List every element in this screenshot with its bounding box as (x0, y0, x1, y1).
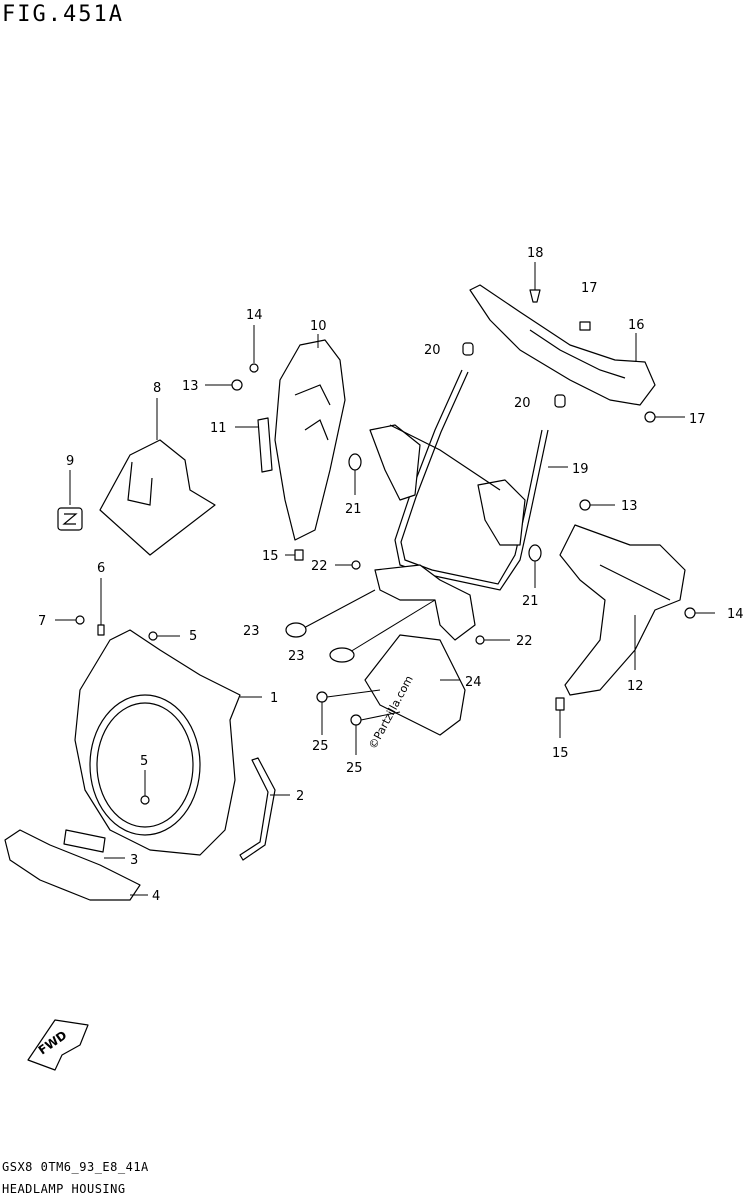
footer-code: GSX8 0TM6_93_E8_41A (2, 1160, 149, 1174)
part-10-inner-cover[interactable] (274, 334, 346, 541)
part-9-emblem[interactable] (57, 470, 83, 531)
screw-5-upper[interactable] (148, 631, 180, 641)
callout-25: 25 (312, 739, 329, 754)
callout-12: 12 (627, 679, 644, 694)
callout-5: 5 (140, 754, 148, 769)
part-16-upper-bracket[interactable] (469, 284, 656, 406)
callout-22: 22 (516, 634, 533, 649)
part-3-seal[interactable] (63, 829, 125, 859)
part-2-trim[interactable] (239, 757, 290, 861)
callout-labels: 18 17 16 17 20 20 19 14 10 13 8 11 9 21 … (38, 246, 744, 904)
callout-15: 15 (552, 746, 569, 761)
grommet-20-left[interactable] (462, 342, 474, 356)
screw-22-right[interactable] (475, 635, 510, 645)
screw-22-left[interactable] (335, 560, 361, 570)
screw-17-right[interactable] (644, 411, 685, 423)
fwd-arrow-icon (27, 1019, 89, 1071)
callout-16: 16 (628, 318, 645, 333)
cap-23-upper[interactable] (285, 622, 307, 638)
screw-5-lower[interactable] (140, 770, 150, 805)
screw-14-right[interactable] (684, 607, 715, 619)
part-23-bracket[interactable] (299, 564, 476, 656)
callout-20: 20 (424, 343, 441, 358)
grommet-20-right[interactable] (554, 394, 566, 408)
screw-14-left[interactable] (249, 325, 259, 373)
callout-23: 23 (243, 624, 260, 639)
screw-18[interactable] (529, 262, 541, 303)
cap-23-lower[interactable] (329, 647, 355, 663)
washer-21-left[interactable] (348, 453, 362, 495)
screw-25-lower[interactable] (350, 711, 401, 755)
part-4-lower-cover[interactable] (4, 829, 148, 901)
screw-13-left[interactable] (205, 379, 243, 391)
callout-20: 20 (514, 396, 531, 411)
callout-25: 25 (346, 761, 363, 776)
figure-title: FIG.451A (2, 2, 124, 27)
washer-21-right[interactable] (528, 544, 542, 588)
callout-5: 5 (189, 629, 197, 644)
callout-3: 3 (130, 853, 138, 868)
callout-7: 7 (38, 614, 46, 629)
callout-17: 17 (689, 412, 706, 427)
callout-14: 14 (727, 607, 744, 622)
screw-13-right[interactable] (579, 499, 615, 511)
callout-11: 11 (210, 421, 227, 436)
callout-6: 6 (97, 561, 105, 576)
callout-21: 21 (522, 594, 539, 609)
callout-4: 4 (152, 889, 160, 904)
callout-15: 15 (262, 549, 279, 564)
clip-15-right[interactable] (555, 697, 565, 738)
callout-24: 24 (465, 675, 482, 690)
part-24-mount[interactable] (364, 634, 466, 736)
callout-21: 21 (345, 502, 362, 517)
part-12-right-cover[interactable] (559, 524, 686, 696)
callout-8: 8 (153, 381, 161, 396)
callout-13: 13 (621, 499, 638, 514)
callout-18: 18 (527, 246, 544, 261)
part-1-headlamp-housing[interactable] (74, 629, 262, 856)
callout-14: 14 (246, 308, 263, 323)
callout-2: 2 (296, 789, 304, 804)
callout-22: 22 (311, 559, 328, 574)
screw-17-top[interactable] (579, 321, 591, 331)
callout-23: 23 (288, 649, 305, 664)
part-11-strip[interactable] (235, 417, 273, 473)
callout-1: 1 (270, 691, 278, 706)
part-8-panel[interactable] (99, 398, 216, 556)
part-6-pin[interactable] (97, 578, 105, 636)
footer-title: HEADLAMP HOUSING (2, 1182, 126, 1196)
callout-19: 19 (572, 462, 589, 477)
clip-15-left[interactable] (285, 549, 304, 561)
callout-9: 9 (66, 454, 74, 469)
screw-7[interactable] (55, 615, 85, 625)
callout-13: 13 (182, 379, 199, 394)
screw-25-upper[interactable] (316, 689, 381, 735)
callout-10: 10 (310, 319, 327, 334)
callout-17: 17 (581, 281, 598, 296)
